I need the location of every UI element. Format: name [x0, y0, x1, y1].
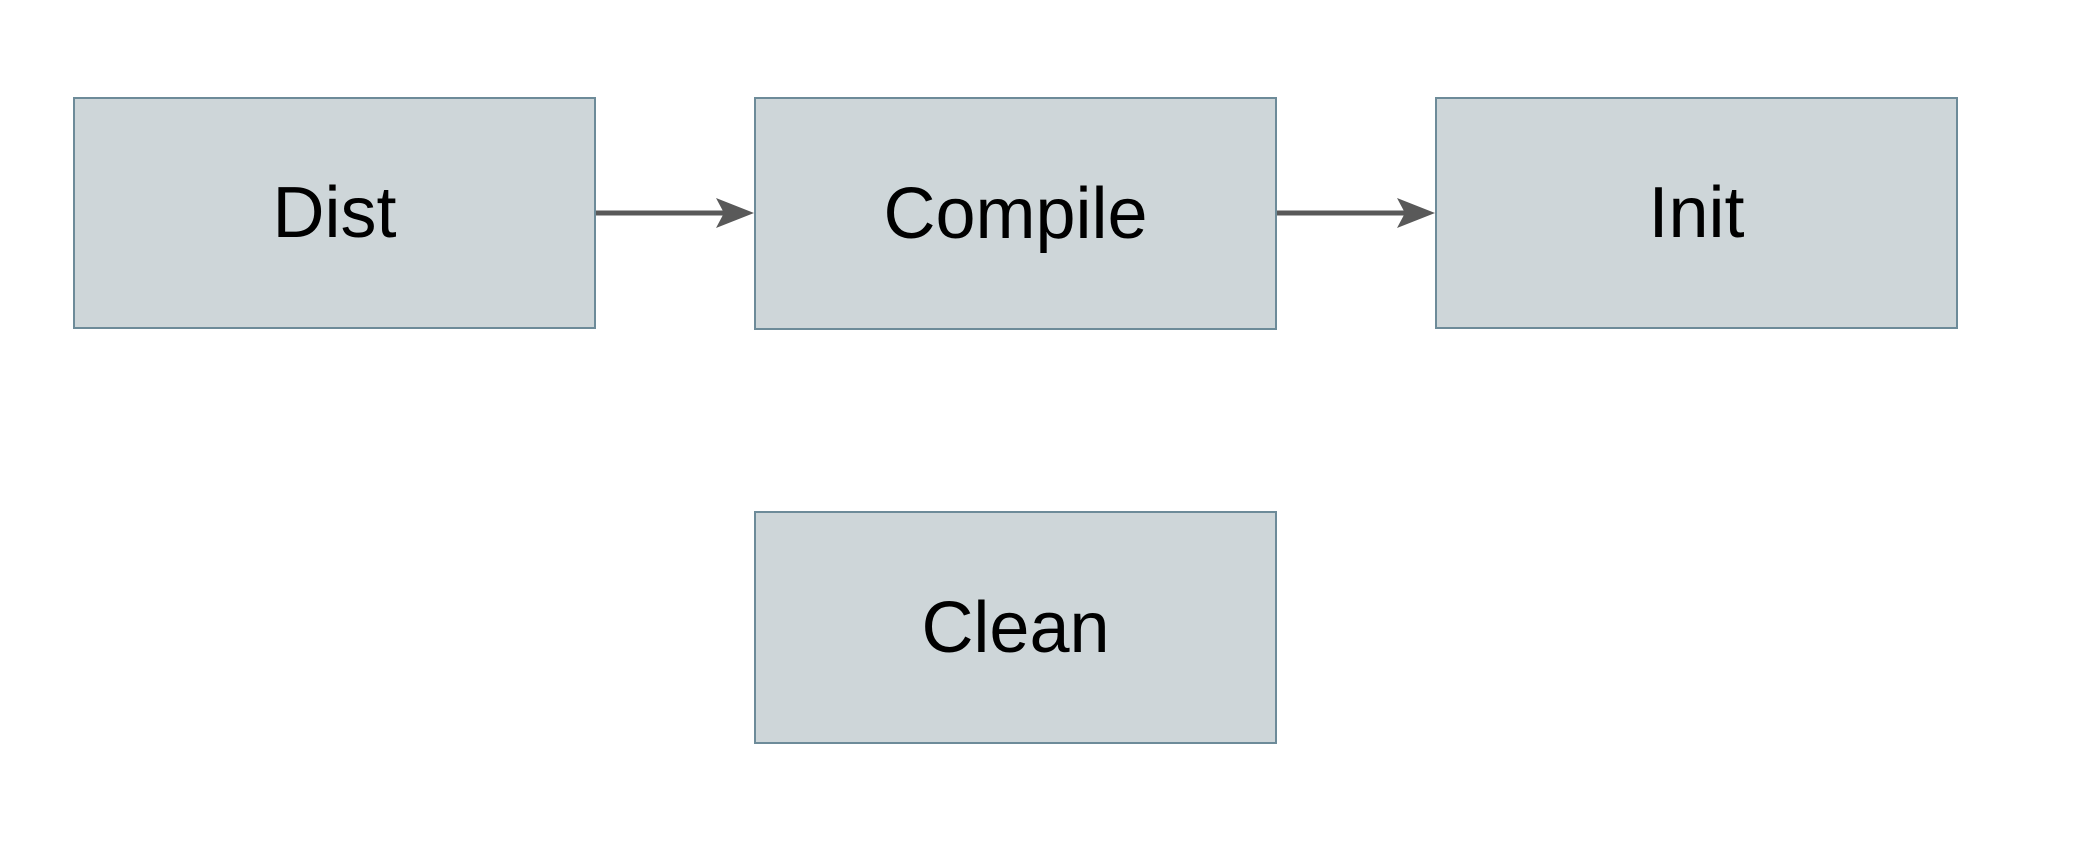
node-clean-label: Clean [921, 587, 1110, 668]
arrowhead-icon [1397, 198, 1435, 228]
node-compile[interactable]: Compile [754, 97, 1277, 330]
node-dist[interactable]: Dist [73, 97, 596, 329]
node-clean[interactable]: Clean [754, 511, 1277, 744]
arrowhead-icon [716, 198, 754, 228]
node-init[interactable]: Init [1435, 97, 1958, 329]
node-compile-label: Compile [883, 173, 1148, 254]
edge-compile-to-init[interactable] [1277, 198, 1435, 228]
edge-dist-to-compile[interactable] [596, 198, 754, 228]
node-init-label: Init [1648, 173, 1745, 253]
node-dist-label: Dist [272, 173, 397, 253]
